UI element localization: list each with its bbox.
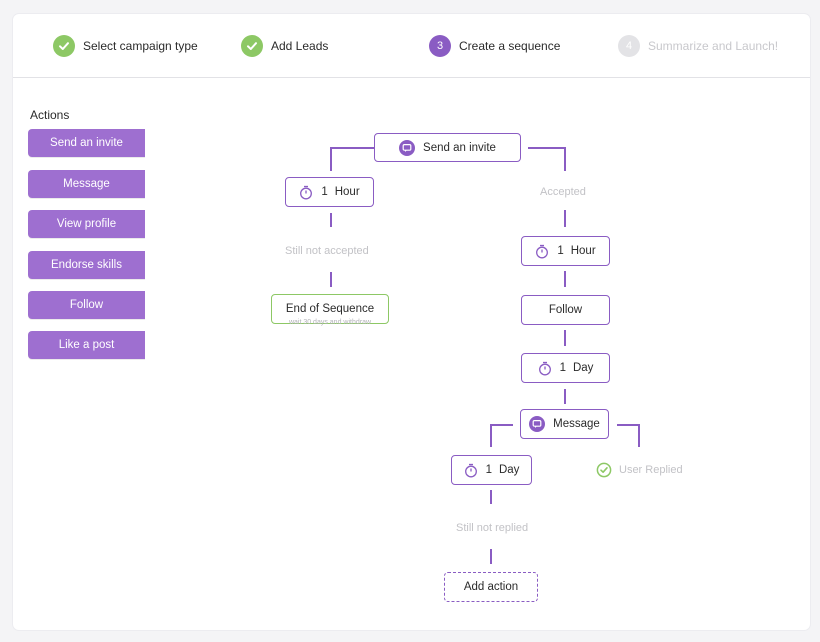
connector <box>330 147 332 171</box>
connector <box>330 213 332 227</box>
connector <box>490 424 492 447</box>
node-wait-hour-right[interactable]: 1 Hour <box>521 236 610 266</box>
action-like-post[interactable]: Like a post <box>28 331 145 359</box>
connector <box>330 147 374 149</box>
connector <box>490 424 513 426</box>
wait-unit: Day <box>498 464 520 476</box>
wait-number: 1 <box>559 362 566 374</box>
connector <box>564 271 566 287</box>
timer-icon <box>538 361 552 376</box>
action-endorse-skills[interactable]: Endorse skills <box>28 251 145 279</box>
action-view-profile[interactable]: View profile <box>28 210 145 238</box>
step-number: 4 <box>618 34 640 57</box>
wait-unit: Day <box>572 362 594 374</box>
add-action-button[interactable]: Add action <box>444 572 538 602</box>
step-create-sequence[interactable]: 3 Create a sequence <box>429 14 560 77</box>
node-send-invite[interactable]: Send an invite <box>374 133 521 162</box>
action-message[interactable]: Message <box>28 170 145 198</box>
timer-icon <box>299 185 313 200</box>
timer-icon <box>535 244 549 259</box>
check-icon <box>53 34 75 57</box>
step-select-campaign-type[interactable]: Select campaign type <box>53 14 198 77</box>
connector <box>564 330 566 346</box>
check-icon <box>241 34 263 57</box>
node-follow[interactable]: Follow <box>521 295 610 325</box>
check-circle-icon <box>596 462 612 478</box>
action-send-invite[interactable]: Send an invite <box>28 129 145 157</box>
node-wait-day-msg[interactable]: 1 Day <box>451 455 532 485</box>
node-wait-day[interactable]: 1 Day <box>521 353 610 383</box>
node-message[interactable]: Message <box>520 409 609 439</box>
step-add-leads[interactable]: Add Leads <box>241 14 328 77</box>
node-label: Follow <box>548 304 583 316</box>
connector <box>528 147 565 149</box>
action-follow[interactable]: Follow <box>28 291 145 319</box>
step-label: Create a sequence <box>459 38 561 53</box>
wait-number: 1 <box>557 245 564 257</box>
step-label: Summarize and Launch! <box>648 38 779 53</box>
node-label: Message <box>553 418 600 430</box>
connector <box>564 389 566 404</box>
actions-title: Actions <box>30 108 70 122</box>
stepper: Select campaign type Add Leads 3 Create … <box>13 14 810 78</box>
node-label: End of Sequence <box>285 303 375 315</box>
node-label: Add action <box>463 581 519 593</box>
node-sublabel: wait 30 days and withdraw <box>288 319 372 326</box>
timer-icon <box>464 463 478 478</box>
step-label: Select campaign type <box>83 38 198 53</box>
wait-number: 1 <box>485 464 492 476</box>
main-card <box>13 14 810 630</box>
connector <box>617 424 639 426</box>
message-icon <box>399 139 416 156</box>
step-summarize-launch[interactable]: 4 Summarize and Launch! <box>618 14 778 77</box>
condition-still-not-accepted: Still not accepted <box>285 245 369 257</box>
condition-user-replied: User Replied <box>596 462 683 478</box>
condition-label: User Replied <box>619 464 683 476</box>
connector <box>490 549 492 564</box>
wait-unit: Hour <box>570 245 596 257</box>
step-label: Add Leads <box>271 38 329 53</box>
node-wait-hour-left[interactable]: 1 Hour <box>285 177 374 207</box>
connector <box>564 147 566 171</box>
message-icon <box>529 416 546 432</box>
wait-unit: Hour <box>334 186 360 198</box>
step-number: 3 <box>429 34 451 57</box>
connector <box>564 210 566 227</box>
node-end-sequence[interactable]: End of Sequence wait 30 days and withdra… <box>271 294 389 326</box>
wait-number: 1 <box>321 186 328 198</box>
condition-accepted: Accepted <box>540 186 586 198</box>
connector <box>330 272 332 287</box>
condition-still-not-replied: Still not replied <box>456 522 529 534</box>
connector <box>638 424 640 447</box>
node-label: Send an invite <box>423 141 496 154</box>
connector <box>490 490 492 504</box>
